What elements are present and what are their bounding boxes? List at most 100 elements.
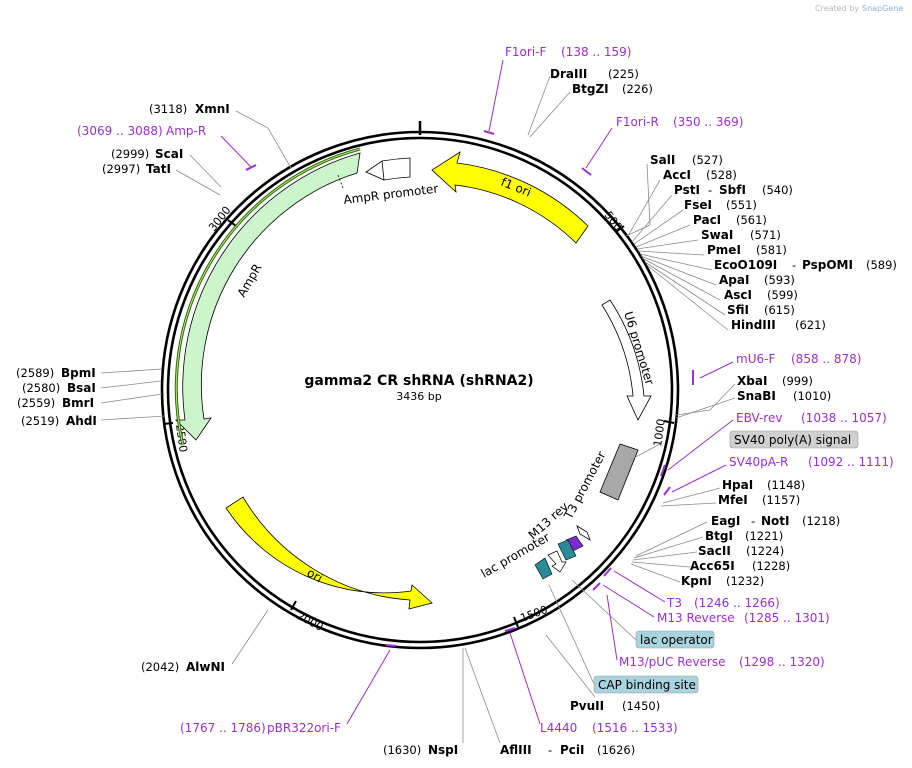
site-name-psti[interactable]: PstI — [674, 183, 700, 197]
primer-range-m13reverse: (1285 .. 1301) — [744, 611, 830, 625]
cap-box[interactable] — [593, 675, 699, 694]
sv40-region-feature[interactable] — [599, 443, 639, 501]
cap-box-label: CAP binding site — [598, 678, 696, 692]
primer-mark-f1ori-f — [483, 130, 495, 135]
connector-ecoo109i — [639, 253, 713, 271]
primer-name-l4440[interactable]: L4440 — [540, 721, 577, 735]
site-name-acci[interactable]: AccI — [663, 168, 691, 182]
site-pos-snabi: (1010) — [793, 389, 831, 403]
primer-range-amp-r: (3069 .. 3088) — [77, 124, 163, 138]
primer-name-f1ori-r[interactable]: F1ori-R — [616, 115, 659, 129]
site-name-ahdi[interactable]: AhdI — [66, 414, 97, 428]
site-name-nspi[interactable]: NspI — [428, 743, 458, 757]
site-name-bpmi[interactable]: BpmI — [61, 366, 96, 380]
site-pos-btgzi: (226) — [622, 82, 653, 96]
plasmid-length: 3436 bp — [396, 390, 441, 403]
site-name-sacii[interactable]: SacII — [698, 544, 731, 558]
site-name-pmei[interactable]: PmeI — [707, 243, 741, 257]
ampr-feature[interactable] — [175, 152, 361, 441]
site-pos-hindiii: (621) — [795, 318, 826, 332]
site-name-hpai[interactable]: HpaI — [722, 478, 753, 492]
site-name-bsai[interactable]: BsaI — [67, 381, 96, 395]
site-name-sfii[interactable]: SfiI — [727, 303, 749, 317]
connector-bpmi — [100, 368, 163, 374]
primer-name-t3[interactable]: T3 — [666, 596, 682, 610]
ori-feature[interactable] — [225, 496, 433, 610]
site-pos-nspi: (1630) — [383, 743, 421, 757]
connector-fsei — [633, 209, 684, 245]
site-name-btgi[interactable]: BtgI — [705, 529, 733, 543]
site-pos-btgi: (1221) — [745, 529, 783, 543]
connector-tati — [175, 169, 221, 196]
right-site-labels: SalI (527) AccI (528) PstI - SbfI (540) … — [650, 153, 897, 588]
site-pos-apai: (593) — [764, 273, 795, 287]
site-name-apai[interactable]: ApaI — [719, 273, 749, 287]
primer-name-f1ori-f[interactable]: F1ori-F — [505, 45, 546, 59]
site-name-swai[interactable]: SwaI — [701, 228, 733, 242]
connector-sali — [625, 163, 651, 237]
site-name-eagi[interactable]: EagI — [711, 514, 740, 528]
connector-scai — [189, 154, 222, 188]
site-name-mfei[interactable]: MfeI — [718, 493, 748, 507]
lacoperator-box[interactable] — [635, 630, 715, 649]
connector-apai — [640, 255, 717, 286]
u6promoter-feature[interactable] — [601, 299, 652, 421]
site-name-fsei[interactable]: FseI — [684, 198, 712, 212]
primer-name-m13reverse[interactable]: M13 Reverse — [657, 611, 735, 625]
site-name-asci[interactable]: AscI — [724, 288, 752, 302]
pconnector-sv40pa-r — [671, 464, 727, 493]
site-name-hindiii[interactable]: HindIII — [731, 318, 776, 332]
primer-name-ebv-rev[interactable]: EBV-rev — [736, 411, 782, 425]
lacpromoter-feature[interactable] — [547, 550, 567, 573]
site-name-noti[interactable]: NotI — [761, 514, 790, 528]
site-name-acc65i[interactable]: Acc65I — [690, 559, 735, 573]
connector-draiii — [527, 75, 551, 136]
site-name-pspomi[interactable]: PspOMI — [802, 258, 853, 272]
site-name-alwni[interactable]: AlwNI — [186, 660, 225, 674]
site-name-kpni[interactable]: KpnI — [681, 574, 712, 588]
site-name-xmni[interactable]: XmnI — [195, 102, 230, 116]
primer-name-amp-r[interactable]: Amp-R — [166, 124, 206, 138]
pconnector-t3 — [613, 570, 666, 603]
site-pos-eagi: (1218) — [802, 514, 840, 528]
primer-range-pbr322ori-f: (1767 .. 1786) — [180, 721, 266, 735]
amprpromoter-feature[interactable] — [365, 157, 411, 181]
primer-name-sv40pa-r[interactable]: SV40pA-R — [729, 455, 788, 469]
amprpromoter-label: AmpR promoter — [343, 181, 439, 207]
site-name-scai[interactable]: ScaI — [155, 147, 183, 161]
site-name-afliii[interactable]: AflIII — [500, 743, 532, 757]
site-pos-acc65i: (1228) — [752, 559, 790, 573]
pconnector-ebv-rev — [667, 419, 734, 471]
site-name-pcii[interactable]: PciI — [560, 743, 585, 757]
site-name-paci[interactable]: PacI — [693, 213, 721, 227]
primer-name-mu6-f[interactable]: mU6-F — [736, 352, 775, 366]
site-pos-pvuii: (1450) — [622, 699, 660, 713]
pconnector-f1ori-f — [488, 59, 504, 132]
primer-name-pbr322ori-f[interactable]: pBR322ori-F — [267, 721, 341, 735]
primer-name-m13puc[interactable]: M13/pUC Reverse — [619, 655, 726, 669]
cap-feature[interactable] — [534, 557, 553, 580]
site-name-pvuii[interactable]: PvuII — [570, 699, 604, 713]
connector-eagi — [635, 521, 708, 557]
t3promoter-feature[interactable] — [576, 525, 591, 541]
primer-range-sv40pa-r: (1092 .. 1111) — [808, 455, 894, 469]
site-name-sbfi[interactable]: SbfI — [719, 183, 746, 197]
sv40-box[interactable] — [729, 430, 859, 449]
site-name-bmri[interactable]: BmrI — [62, 396, 94, 410]
tick-marks — [162, 219, 675, 628]
f1ori-feature[interactable] — [431, 151, 589, 244]
site-name-snabi[interactable]: SnaBI — [737, 389, 776, 403]
site-pos-ecoo109i: (589) — [866, 258, 897, 272]
site-name-tati[interactable]: TatI — [146, 162, 171, 176]
site-pos-afliii: (1626) — [597, 743, 635, 757]
backbone-inner — [166, 136, 674, 644]
site-name-xbai[interactable]: XbaI — [737, 374, 767, 388]
site-name-sali[interactable]: SalI — [650, 153, 675, 167]
site-pos-bmri: (2559) — [17, 396, 55, 410]
site-name-ecoo109i[interactable]: EcoO109I — [714, 258, 777, 272]
connector-btgi — [633, 536, 704, 559]
lacoperator-feature[interactable] — [557, 539, 577, 561]
site-name-btgzi[interactable]: BtgZI — [572, 82, 609, 96]
site-name-draiii[interactable]: DraIII — [550, 67, 587, 81]
